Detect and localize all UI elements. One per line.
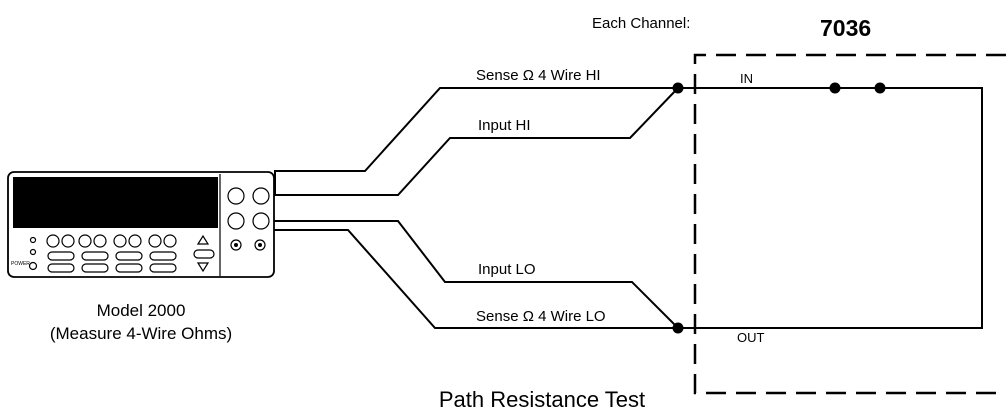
input-hi-label: Input HI [478,117,531,134]
indicator-light [29,248,37,256]
indicator-light [29,236,37,244]
card-dashed-boundary [693,53,1006,395]
front-panel-oval-button [115,251,143,261]
input-lo-label: Input LO [478,261,536,278]
front-panel-button [113,234,127,248]
front-panel-oval-button [81,263,109,273]
front-panel-button [78,234,92,248]
rear-front-switch [230,239,242,251]
front-panel-oval-button [115,263,143,273]
front-panel-button [163,234,177,248]
model-2000-instrument: POWER [7,171,275,278]
diagram-caption: Path Resistance Test [439,387,645,412]
relay-contact-node-left [829,82,841,94]
input-hi-wire [264,87,679,196]
in-label: IN [740,71,753,86]
instrument-function-label: (Measure 4-Wire Ohms) [50,324,232,343]
sense-lo-wire [243,220,678,329]
channel-path [678,87,983,329]
input-lo-terminal [252,212,270,230]
switch-center-dot [234,243,238,247]
sense-lo-label: Sense Ω 4 Wire LO [476,308,606,325]
range-knob [193,249,215,259]
front-panel-button [128,234,142,248]
front-panel-button [93,234,107,248]
front-panel-oval-button [149,251,177,261]
front-panel-button [46,234,60,248]
front-panel-button [61,234,75,248]
card-model-label: 7036 [820,15,871,41]
power-label: POWER [11,261,30,267]
relay-contact-node-right [874,82,886,94]
each-channel-label: Each Channel: [592,15,690,32]
front-panel-oval-button [47,263,75,273]
front-panel-oval-button [47,251,75,261]
current-terminal [254,239,266,251]
sense-hi-terminal [227,187,245,205]
out-label: OUT [737,330,765,345]
front-panel-oval-button [81,251,109,261]
power-button [28,261,38,271]
input-lo-wire [264,220,679,329]
instrument-display [13,177,218,228]
range-up-arrow-icon [196,234,210,245]
instrument-model-label: Model 2000 [97,301,186,320]
front-panel-oval-button [149,263,177,273]
terminal-center-dot [258,243,262,247]
sense-hi-label: Sense Ω 4 Wire HI [476,67,601,84]
sense-hi-wire [243,87,678,194]
front-panel-button [148,234,162,248]
input-hi-terminal [252,187,270,205]
range-down-arrow-icon [196,262,210,273]
sense-lo-terminal [227,212,245,230]
